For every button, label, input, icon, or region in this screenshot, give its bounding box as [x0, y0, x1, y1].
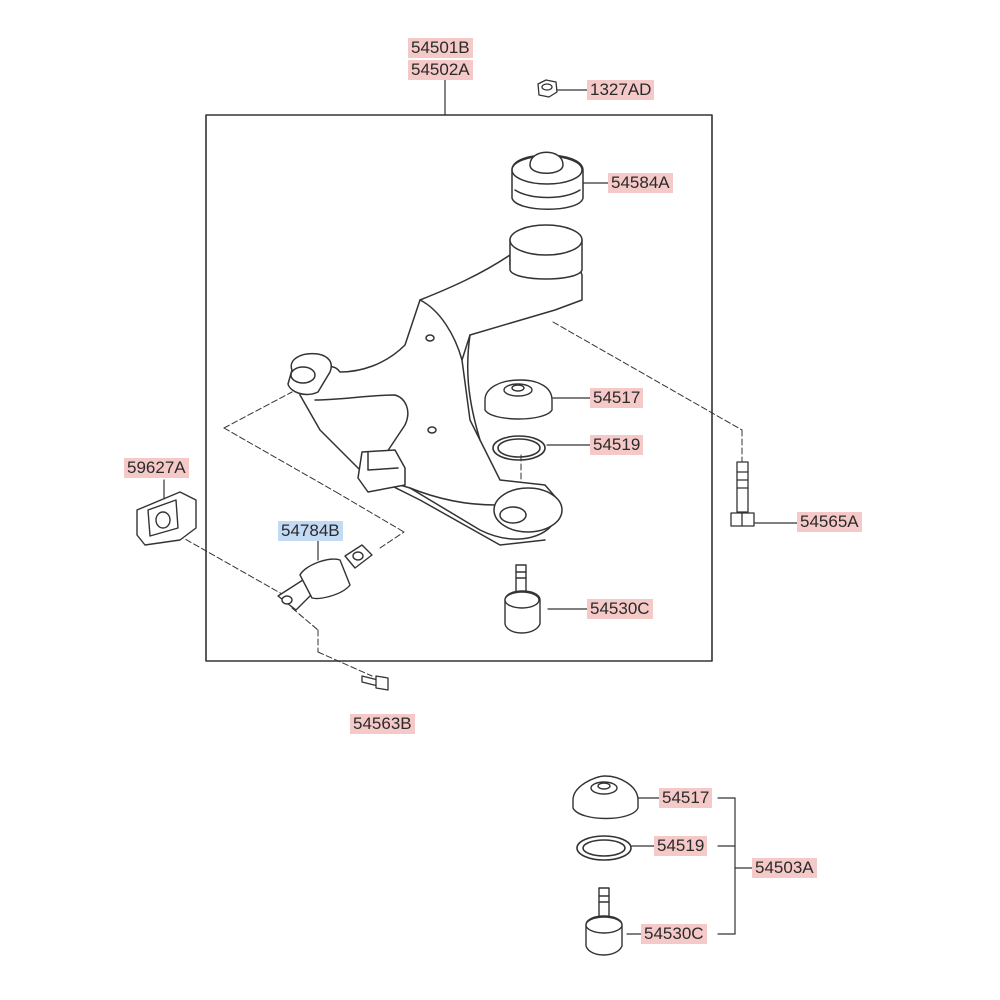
bracket: [136, 491, 197, 546]
label-snap-ring[interactable]: 54519: [590, 435, 644, 455]
label-kit-snap-ring[interactable]: 54519: [654, 836, 708, 856]
label-small-bolt[interactable]: 54563B: [350, 714, 415, 734]
small-bolt: [361, 675, 389, 691]
assembly-dash-lines: [177, 321, 743, 677]
label-arm-a[interactable]: 54502A: [408, 60, 473, 80]
rear-bushing: [277, 544, 373, 611]
label-bracket[interactable]: 59627A: [124, 458, 189, 478]
label-arm-b[interactable]: 54501B: [408, 38, 473, 58]
label-kit-dust-cover[interactable]: 54517: [659, 788, 713, 808]
leader-lines: [163, 79, 801, 935]
kit-ball-joint: [585, 887, 623, 956]
label-rear-bushing[interactable]: 54784B: [278, 521, 343, 541]
label-kit-ball-joint[interactable]: 54530C: [641, 924, 707, 944]
dust-cover: [484, 379, 553, 420]
bolt: [730, 461, 755, 527]
assembly-frame: [205, 114, 713, 662]
label-kit-assembly[interactable]: 54503A: [752, 858, 817, 878]
lower-control-arm: [287, 224, 583, 546]
ball-joint: [504, 564, 541, 634]
kit-dust-cover: [572, 775, 639, 820]
label-ball-joint[interactable]: 54530C: [587, 599, 653, 619]
label-dust-cover[interactable]: 54517: [590, 388, 644, 408]
label-bolt[interactable]: 54565A: [797, 512, 862, 532]
label-nut[interactable]: 1327AD: [587, 80, 655, 100]
label-upper-bushing[interactable]: 54584A: [608, 173, 673, 193]
kit-snap-ring: [576, 835, 632, 861]
nut: [537, 79, 558, 98]
upper-bushing: [511, 151, 584, 210]
snap-ring: [492, 435, 546, 461]
